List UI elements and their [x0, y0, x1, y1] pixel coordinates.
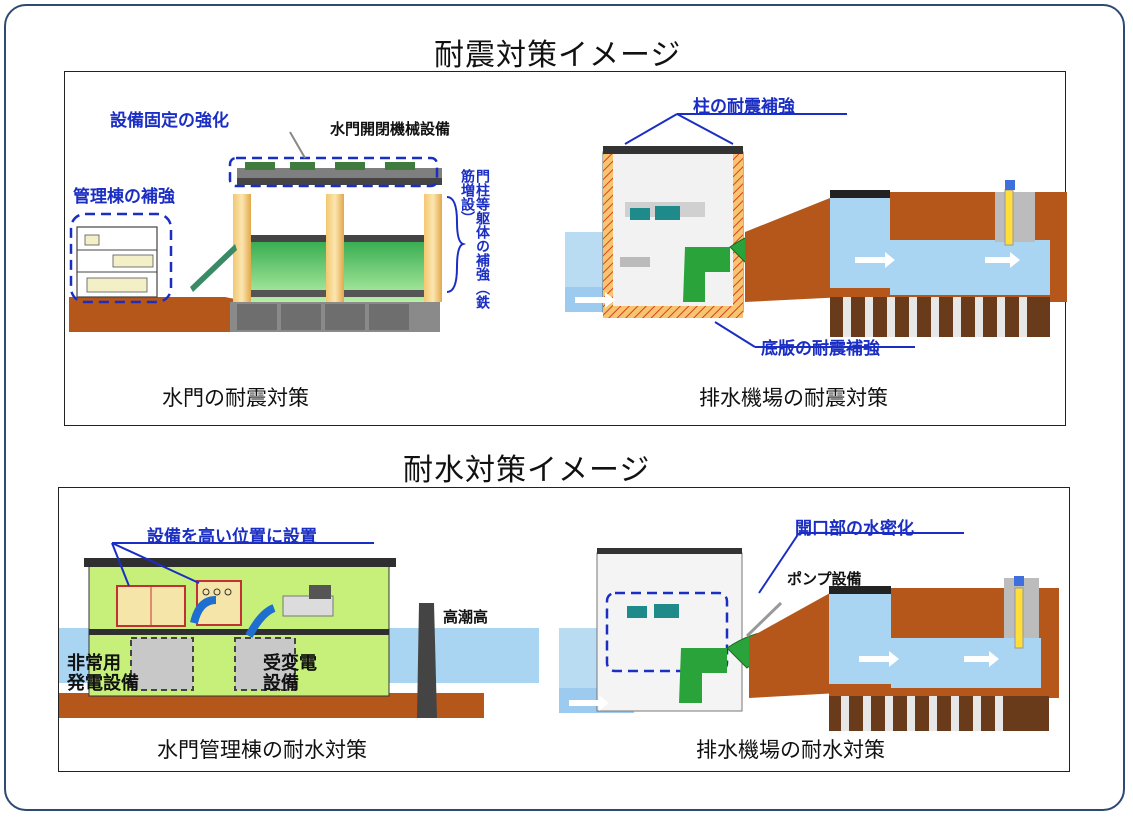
label-pump-equipment: ポンプ設備	[787, 570, 862, 588]
flood-panel: 設備を高い位置に設置 高潮高 非常用 発電設備 受変電 設備 開口部の水密化 ポ…	[58, 487, 1070, 772]
pump-flood-illustration	[559, 532, 1059, 731]
label-high-place: 設備を高い位置に設置	[147, 527, 317, 547]
seismic-illustration	[69, 113, 1067, 348]
caption-gate-seismic: 水門の耐震対策	[162, 386, 309, 410]
room-substation: 受変電 設備	[263, 653, 317, 694]
room-emergency-generator: 非常用 発電設備	[67, 653, 139, 694]
caption-pump-flood: 排水機場の耐水対策	[696, 738, 885, 762]
label-building-reinforce: 管理棟の補強	[73, 187, 175, 207]
label-equipment-fix: 設備固定の強化	[110, 111, 229, 131]
flood-title: 耐水対策イメージ	[403, 453, 651, 488]
label-watertight: 開口部の水密化	[795, 519, 914, 539]
gate-building-flood-illustration	[59, 542, 539, 718]
flood-illustration	[59, 532, 1059, 731]
gate-seismic-illustration	[69, 131, 467, 332]
caption-pump-seismic: 排水機場の耐震対策	[699, 386, 888, 410]
seismic-title: 耐震対策イメージ	[434, 38, 682, 73]
label-high-tide: 高潮高	[443, 608, 489, 626]
label-pillar-reinforce: 門柱等躯体の補強（鉄筋増設）	[459, 169, 490, 309]
label-gate-machinery: 水門開閉機械設備	[330, 120, 451, 138]
seismic-panel: 設備固定の強化 水門開閉機械設備 管理棟の補強 門柱等躯体の補強（鉄筋増設） 柱…	[64, 71, 1067, 426]
pump-seismic-illustration	[565, 113, 1067, 348]
caption-gate-building-flood: 水門管理棟の耐水対策	[157, 738, 367, 762]
label-column-reinforce: 柱の耐震補強	[693, 97, 795, 117]
label-slab-reinforce: 底版の耐震補強	[761, 339, 880, 359]
outer-frame	[4, 4, 1125, 811]
